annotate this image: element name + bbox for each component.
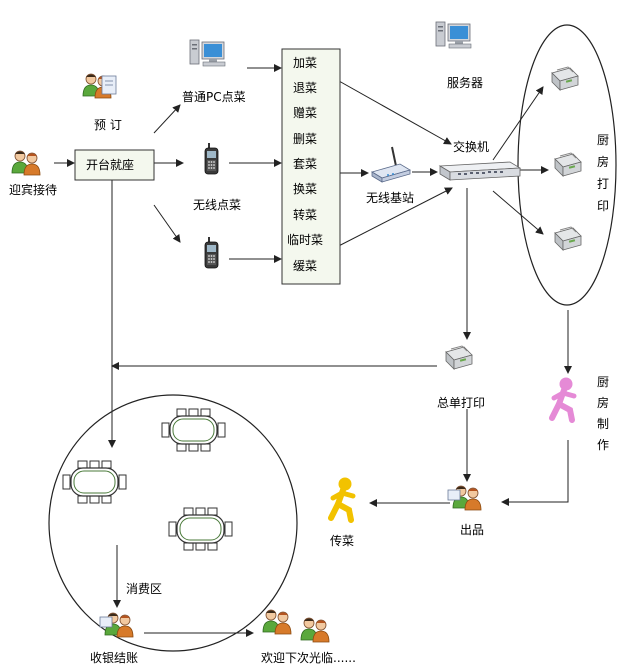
reception-people-icon <box>11 150 41 176</box>
kitchen-print-char: 厨 <box>597 133 609 147</box>
consume-area-label: 消费区 <box>126 582 162 596</box>
wireless-base-label: 无线基站 <box>366 191 414 205</box>
operation-item: 换菜 <box>293 182 317 196</box>
kitchen-printers-ellipse <box>517 24 617 306</box>
server-label: 服务器 <box>447 75 483 90</box>
kitchen-print-char: 房 <box>597 154 609 169</box>
pc-computer-icon <box>189 39 226 67</box>
kitchen-make-char: 制 <box>597 417 609 431</box>
reception-label: 迎宾接待 <box>9 182 57 197</box>
kitchen-print-char: 印 <box>597 199 609 213</box>
reservation-people-icon <box>82 73 117 99</box>
dining-table-icon <box>62 460 127 504</box>
dining-table-icon <box>168 507 233 551</box>
wireless-handheld-icon <box>204 142 219 175</box>
kitchen-make-label: 厨 房 制 作 <box>597 375 609 452</box>
farewell-label: 欢迎下次光临...... <box>261 650 356 665</box>
handheld-icon <box>204 236 219 269</box>
waiter-runner-icon <box>331 478 353 520</box>
summary-printer-icon <box>445 345 473 370</box>
operation-item: 删菜 <box>293 132 317 146</box>
operation-item: 转菜 <box>293 207 317 222</box>
kitchen-chef-runner-icon <box>552 378 574 420</box>
operation-item: 赠菜 <box>293 106 317 120</box>
network-switch-icon <box>438 161 522 181</box>
seat-guest-label: 开台就座 <box>86 157 134 172</box>
cashier-people-icon <box>99 612 134 638</box>
serve-out-label: 出品 <box>460 523 484 537</box>
order-operations-box <box>281 48 341 285</box>
operation-item: 套菜 <box>293 157 317 171</box>
summary-print-label: 总单打印 <box>437 396 485 410</box>
deliver-label: 传菜 <box>330 533 354 548</box>
checkout-label: 收银结账 <box>90 651 138 665</box>
operation-item: 临时菜 <box>287 233 323 247</box>
kitchen-make-char: 厨 <box>597 375 609 389</box>
kitchen-printer-icon <box>554 226 582 251</box>
wireless-router-icon <box>371 146 411 183</box>
operation-item: 加菜 <box>293 56 317 70</box>
kitchen-make-char: 房 <box>597 395 609 410</box>
operation-item: 缓菜 <box>293 259 317 273</box>
guest-people-icon <box>262 609 292 635</box>
seat-guest-box <box>74 149 155 181</box>
kitchen-print-char: 打 <box>597 177 609 191</box>
reservation-label: 预 订 <box>94 118 122 132</box>
switch-label: 交换机 <box>453 139 489 154</box>
consume-area-ellipse <box>48 394 298 652</box>
operation-item: 退菜 <box>293 81 317 95</box>
flow-connectors <box>54 64 572 637</box>
guest-people-icon <box>300 617 330 643</box>
pc-order-label: 普通PC点菜 <box>182 90 246 104</box>
dining-table-icon <box>161 408 226 452</box>
serve-out-people-icon <box>447 485 482 511</box>
kitchen-print-label: 厨 房 打 印 <box>597 133 609 213</box>
wireless-order-label: 无线点菜 <box>193 198 241 212</box>
order-operations-list: 加菜 退菜 赠菜 删菜 套菜 换菜 转菜 临时菜 缓菜 <box>287 56 323 273</box>
kitchen-make-char: 作 <box>597 438 609 452</box>
server-computer-icon <box>435 21 472 49</box>
kitchen-printer-icon <box>551 66 579 91</box>
kitchen-printer-icon <box>554 152 582 177</box>
